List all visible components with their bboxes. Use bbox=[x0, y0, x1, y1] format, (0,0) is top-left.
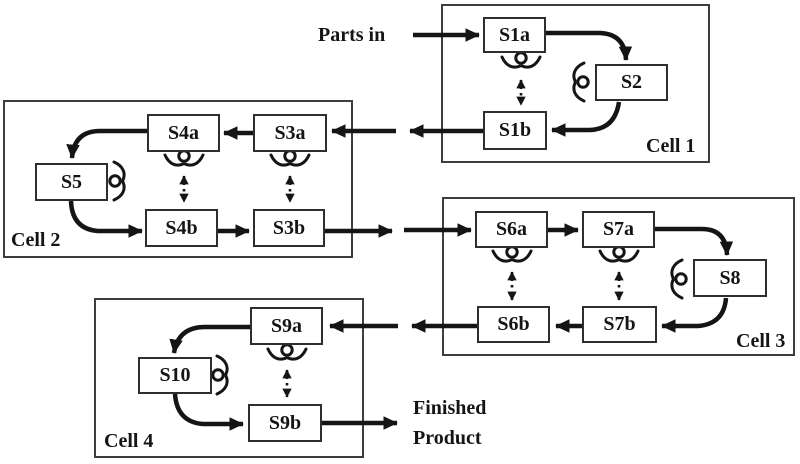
cell-1-boundary bbox=[441, 4, 710, 163]
station-box-s5: S5 bbox=[35, 163, 108, 201]
station-box-s4b: S4b bbox=[145, 209, 218, 247]
station-box-s10: S10 bbox=[138, 357, 212, 394]
station-box-s3a: S3a bbox=[253, 114, 327, 152]
cell-2-boundary bbox=[3, 100, 353, 258]
cell-4-label: Cell 4 bbox=[104, 430, 154, 452]
station-box-s7b: S7b bbox=[582, 306, 657, 343]
cell-2-label: Cell 2 bbox=[11, 229, 61, 251]
station-box-s1b: S1b bbox=[483, 111, 547, 150]
station-box-s4a: S4a bbox=[147, 114, 220, 152]
finished-product-line1: Finished bbox=[413, 397, 487, 419]
station-box-s7a: S7a bbox=[582, 211, 655, 248]
station-box-s9a: S9a bbox=[250, 307, 323, 345]
cell-1-label: Cell 1 bbox=[646, 135, 696, 157]
finished-product-label: Finished Product bbox=[413, 393, 486, 453]
station-box-s6a: S6a bbox=[475, 211, 548, 248]
station-box-s2: S2 bbox=[595, 64, 668, 101]
finished-product-line2: Product bbox=[413, 427, 482, 449]
station-box-s6b: S6b bbox=[477, 306, 550, 343]
station-box-s1a: S1a bbox=[483, 17, 546, 53]
cell-4-boundary bbox=[94, 298, 364, 458]
station-box-s3b: S3b bbox=[253, 209, 325, 247]
cell-3-boundary bbox=[442, 197, 795, 356]
cell-3-label: Cell 3 bbox=[736, 330, 786, 352]
station-box-s8: S8 bbox=[693, 259, 767, 297]
parts-in-label: Parts in bbox=[318, 24, 386, 46]
station-box-s9b: S9b bbox=[248, 404, 322, 442]
